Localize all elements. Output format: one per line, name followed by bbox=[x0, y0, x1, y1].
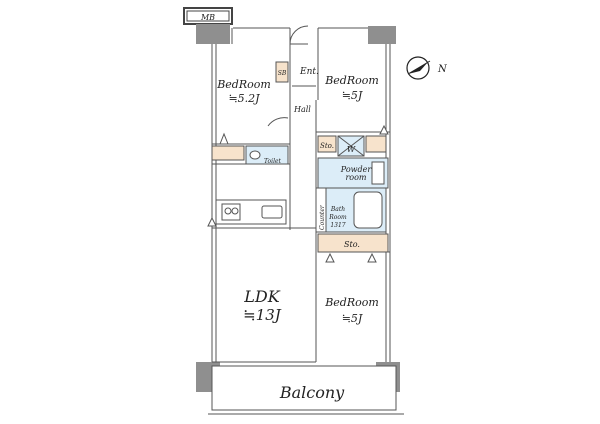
storage-wc: Sto. W Powder room bbox=[317, 135, 389, 189]
washbasin-icon bbox=[371, 161, 385, 185]
w-label: W bbox=[347, 145, 356, 154]
bath-area: Counter Bath Room 1317 bbox=[315, 187, 387, 233]
bedroom-nw-size: ≒5.2J bbox=[228, 92, 260, 105]
bedroom-se-size: ≒5J bbox=[342, 312, 363, 325]
ldk-size: ≒13J bbox=[243, 306, 282, 324]
ldk-name: LDK bbox=[243, 287, 280, 306]
bath-label-1: Bath bbox=[330, 206, 345, 213]
bedroom-ne-size: ≒5J bbox=[342, 89, 363, 102]
balcony: Balcony bbox=[208, 365, 404, 415]
powder-room-label-2: room bbox=[345, 173, 366, 182]
sink-icon bbox=[261, 205, 283, 219]
bedroom-se: BedRoom ≒5J bbox=[324, 296, 379, 325]
bath-label-2: Room bbox=[328, 214, 347, 221]
bedroom-nw: BedRoom ≒5.2J bbox=[216, 78, 271, 145]
entrance: SB Ent. bbox=[275, 25, 319, 87]
ent-label: Ent. bbox=[299, 67, 319, 77]
mb-box: MB bbox=[183, 7, 233, 25]
bedroom-ne: BedRoom ≒5J bbox=[324, 74, 389, 135]
storage-large: Sto. bbox=[317, 233, 389, 263]
sto-large-label: Sto. bbox=[344, 240, 360, 249]
bedroom-nw-name: BedRoom bbox=[216, 78, 271, 91]
counter-label: Counter bbox=[319, 204, 326, 230]
compass-icon: N bbox=[406, 56, 448, 80]
hall: Hall bbox=[267, 105, 311, 127]
powder-room-label-1: Powder bbox=[340, 165, 373, 174]
sb-label: SB bbox=[278, 70, 287, 77]
bath-label-3: 1317 bbox=[330, 222, 345, 229]
closets-toilet: Toilet bbox=[211, 145, 289, 165]
hall-label: Hall bbox=[293, 105, 311, 114]
kitchen bbox=[207, 199, 287, 227]
door-swing-icon bbox=[267, 117, 289, 127]
bedroom-ne-name: BedRoom bbox=[324, 74, 379, 87]
bedroom-se-name: BedRoom bbox=[324, 296, 379, 309]
sto-small-label: Sto. bbox=[320, 142, 334, 150]
mb-label: MB bbox=[200, 13, 215, 22]
toilet-label: Toilet bbox=[264, 158, 282, 165]
bathtub-icon bbox=[353, 191, 383, 229]
toilet-icon bbox=[249, 150, 261, 160]
ldk: LDK ≒13J bbox=[243, 287, 282, 324]
door-swing-icon bbox=[289, 25, 309, 45]
balcony-label: Balcony bbox=[279, 383, 345, 402]
compass-north-label: N bbox=[437, 64, 448, 75]
